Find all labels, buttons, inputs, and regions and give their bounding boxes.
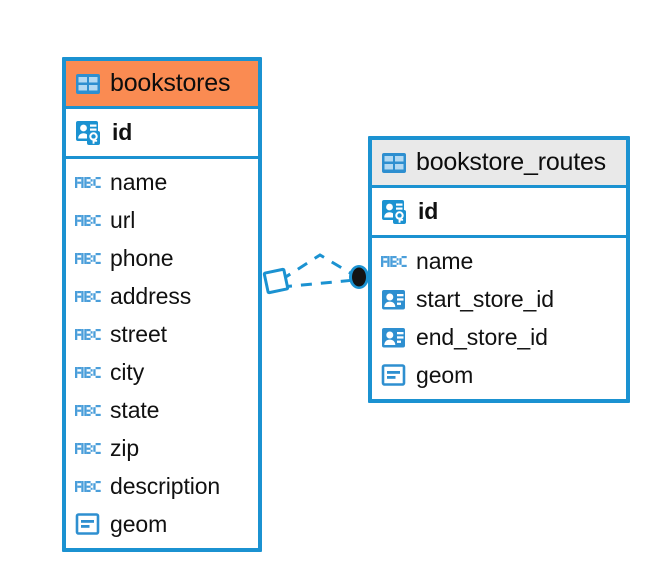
- text-type-icon: [75, 175, 101, 190]
- field-row-url[interactable]: url: [66, 201, 258, 239]
- field-label: id: [418, 198, 439, 224]
- primary-key-icon: [75, 119, 103, 147]
- text-type-icon: [75, 403, 101, 418]
- field-row-city[interactable]: city: [66, 353, 258, 391]
- entity-title: bookstores: [110, 69, 231, 97]
- table-icon: [75, 73, 101, 95]
- foreign-key-icon: [381, 326, 407, 349]
- foreign-key-icon: [381, 288, 407, 311]
- field-list-bookstores: name u: [66, 159, 258, 548]
- filled-circle-marker[interactable]: [349, 265, 369, 289]
- field-label: start_store_id: [416, 285, 554, 312]
- field-label: geom: [110, 510, 168, 537]
- text-type-icon: [381, 254, 407, 269]
- primary-key-section: id: [372, 185, 626, 238]
- field-label: state: [110, 396, 160, 423]
- field-label: description: [110, 472, 221, 499]
- field-row-geom[interactable]: geom: [66, 505, 258, 543]
- table-icon: [381, 152, 407, 174]
- field-row-start-store-id[interactable]: start_store_id: [372, 280, 626, 318]
- entity-table-bookstore-routes[interactable]: bookstore_routes: [368, 136, 630, 403]
- entity-title: bookstore_routes: [416, 148, 606, 176]
- field-row-street[interactable]: street: [66, 315, 258, 353]
- geometry-type-icon: [75, 512, 101, 536]
- field-label: zip: [110, 434, 140, 461]
- field-label: address: [110, 282, 192, 309]
- field-label: name: [416, 247, 474, 274]
- field-row-id[interactable]: id: [372, 188, 626, 235]
- entity-table-bookstores[interactable]: bookstores: [62, 57, 262, 552]
- primary-key-section: id: [66, 106, 258, 159]
- text-type-icon: [75, 327, 101, 342]
- entity-header-bookstores[interactable]: bookstores: [66, 61, 258, 106]
- field-list-bookstore-routes: name start_store_id: [372, 238, 626, 399]
- relationship-line-upper: [280, 253, 358, 282]
- field-row-address[interactable]: address: [66, 277, 258, 315]
- primary-key-icon: [381, 198, 409, 226]
- field-row-state[interactable]: state: [66, 391, 258, 429]
- field-row-end-store-id[interactable]: end_store_id: [372, 318, 626, 356]
- field-label: url: [110, 206, 136, 233]
- field-label: street: [110, 320, 167, 347]
- field-label: end_store_id: [416, 323, 548, 350]
- text-type-icon: [75, 289, 101, 304]
- entity-header-bookstore-routes[interactable]: bookstore_routes: [372, 140, 626, 185]
- text-type-icon: [75, 213, 101, 228]
- text-type-icon: [75, 441, 101, 456]
- relationship-line-lower: [280, 278, 356, 289]
- geometry-type-icon: [381, 363, 407, 387]
- field-row-description[interactable]: description: [66, 467, 258, 505]
- field-label: name: [110, 168, 168, 195]
- field-label: id: [112, 119, 133, 145]
- field-row-name[interactable]: name: [372, 242, 626, 280]
- text-type-icon: [75, 365, 101, 380]
- field-row-phone[interactable]: phone: [66, 239, 258, 277]
- text-type-icon: [75, 479, 101, 494]
- field-row-geom[interactable]: geom: [372, 356, 626, 394]
- field-row-id[interactable]: id: [66, 109, 258, 156]
- square-outline-marker[interactable]: [262, 267, 290, 295]
- text-type-icon: [75, 251, 101, 266]
- field-label: geom: [416, 361, 474, 388]
- field-row-name[interactable]: name: [66, 163, 258, 201]
- field-label: phone: [110, 244, 174, 271]
- field-label: city: [110, 358, 145, 385]
- field-row-zip[interactable]: zip: [66, 429, 258, 467]
